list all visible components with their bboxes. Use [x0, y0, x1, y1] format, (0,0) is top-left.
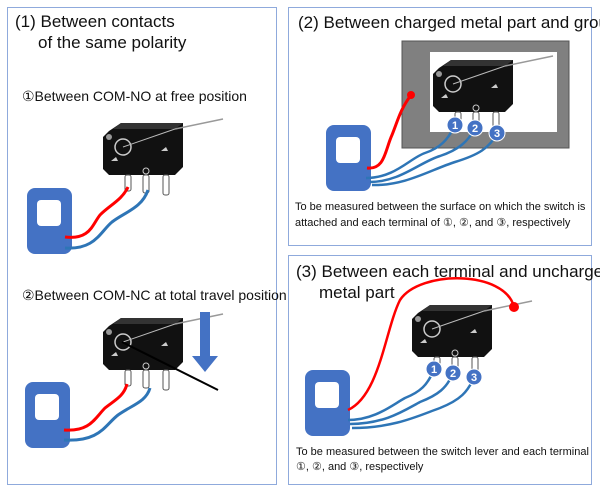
red-wire	[347, 277, 516, 412]
panel-same-polarity	[7, 7, 277, 485]
case2-label: ②Between COM-NC at total travel position	[22, 287, 287, 303]
down-arrow-icon	[192, 312, 218, 372]
panel-charged-ground	[288, 7, 592, 246]
terminal-marker-3	[465, 368, 483, 386]
panel1-title-line2: of the same polarity	[38, 33, 187, 52]
terminal-number: 1	[431, 364, 437, 376]
terminal-number: 3	[471, 372, 477, 384]
panel3-title-line1: (3) Between each terminal and uncharged	[296, 262, 600, 281]
panel3-title-line2: metal part	[319, 283, 395, 302]
blue-wire	[64, 189, 150, 250]
terminal-marker-2	[444, 364, 462, 382]
tester-icon	[305, 370, 350, 436]
terminal-marker-3	[488, 124, 506, 142]
blue-wire	[63, 387, 152, 442]
terminal-marker-2	[466, 119, 484, 137]
tester-icon	[27, 188, 72, 254]
probe-point	[407, 91, 415, 99]
panel3-note-line1: To be measured between the switch lever …	[296, 446, 589, 458]
red-wire	[64, 186, 130, 239]
terminal-marker-1	[425, 360, 443, 378]
terminal-number: 2	[472, 123, 478, 135]
red-wire	[63, 383, 129, 432]
terminal-number: 3	[494, 128, 500, 140]
panel-terminal-uncharged	[288, 255, 592, 485]
panel3-note-line2: ①, ②, and ③, respectively	[296, 461, 424, 473]
red-wire	[366, 94, 413, 170]
micro-switch-image	[102, 118, 224, 196]
tester-icon	[326, 125, 371, 191]
panel1-title-line1: (1) Between contacts	[15, 12, 175, 31]
panel2-title: (2) Between charged metal part and groun…	[298, 13, 600, 32]
pressed-lever	[121, 341, 219, 391]
panel2-note-line2: attached and each terminal of ①, ②, and …	[295, 217, 571, 229]
case1-label: ①Between COM-NO at free position	[22, 88, 247, 104]
terminal-number: 2	[450, 368, 456, 380]
probe-point	[509, 302, 519, 312]
tester-icon	[25, 382, 70, 448]
terminal-number: 1	[452, 120, 458, 132]
panel2-note-line1: To be measured between the surface on wh…	[295, 201, 586, 213]
terminal-marker-1	[446, 116, 464, 134]
